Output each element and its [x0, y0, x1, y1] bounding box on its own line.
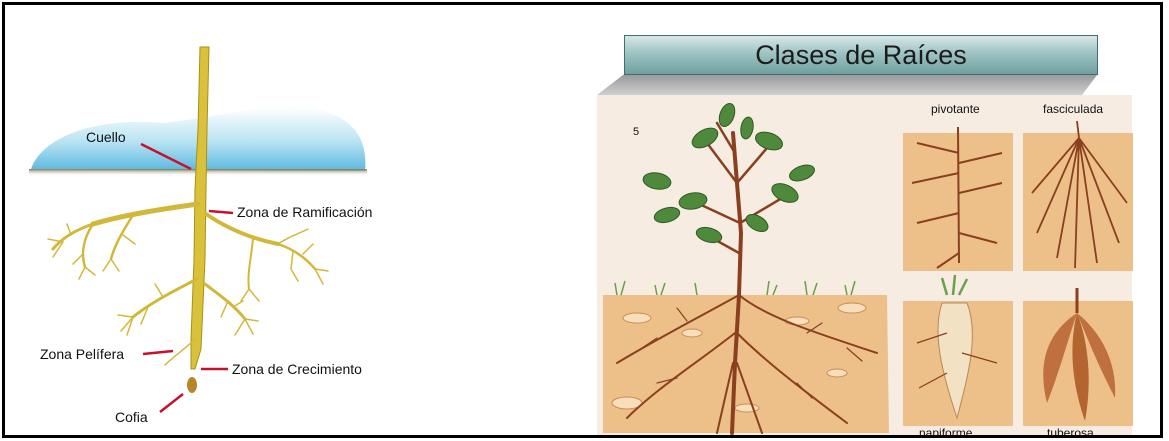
main-root	[191, 47, 209, 369]
label-zona-ramificacion: Zona de Ramificación	[237, 204, 372, 220]
label-tuberosa: tuberosa	[1047, 426, 1094, 438]
label-cuello: Cuello	[86, 129, 126, 145]
label-zona-pelifera: Zona Pelífera	[40, 346, 124, 362]
title-banner: Clases de Raíces	[624, 35, 1098, 75]
right-branches	[205, 214, 328, 335]
root-cap	[187, 377, 197, 393]
label-fasciculada: fasciculada	[1043, 102, 1103, 116]
label-pivotante: pivotante	[931, 102, 980, 116]
label-cofia: Cofia	[115, 409, 148, 425]
label-lines	[141, 144, 233, 412]
panel-fasciculada	[1023, 121, 1133, 271]
panel-tuberosa	[1023, 288, 1133, 426]
root-zones-diagram: Cuello Zona de Ramificación Zona Pelífer…	[23, 39, 423, 438]
root-types-illustration: 5 pivotante fasciculada napiforme tubero…	[597, 33, 1137, 438]
title-text: Clases de Raíces	[755, 40, 967, 71]
left-branches	[48, 204, 198, 365]
panel-pivotante	[903, 127, 1013, 271]
page-number: 5	[633, 126, 639, 138]
label-napiforme: napiforme	[919, 426, 973, 438]
label-zona-crecimiento: Zona de Crecimiento	[232, 361, 362, 377]
title-shelf	[597, 75, 1097, 95]
